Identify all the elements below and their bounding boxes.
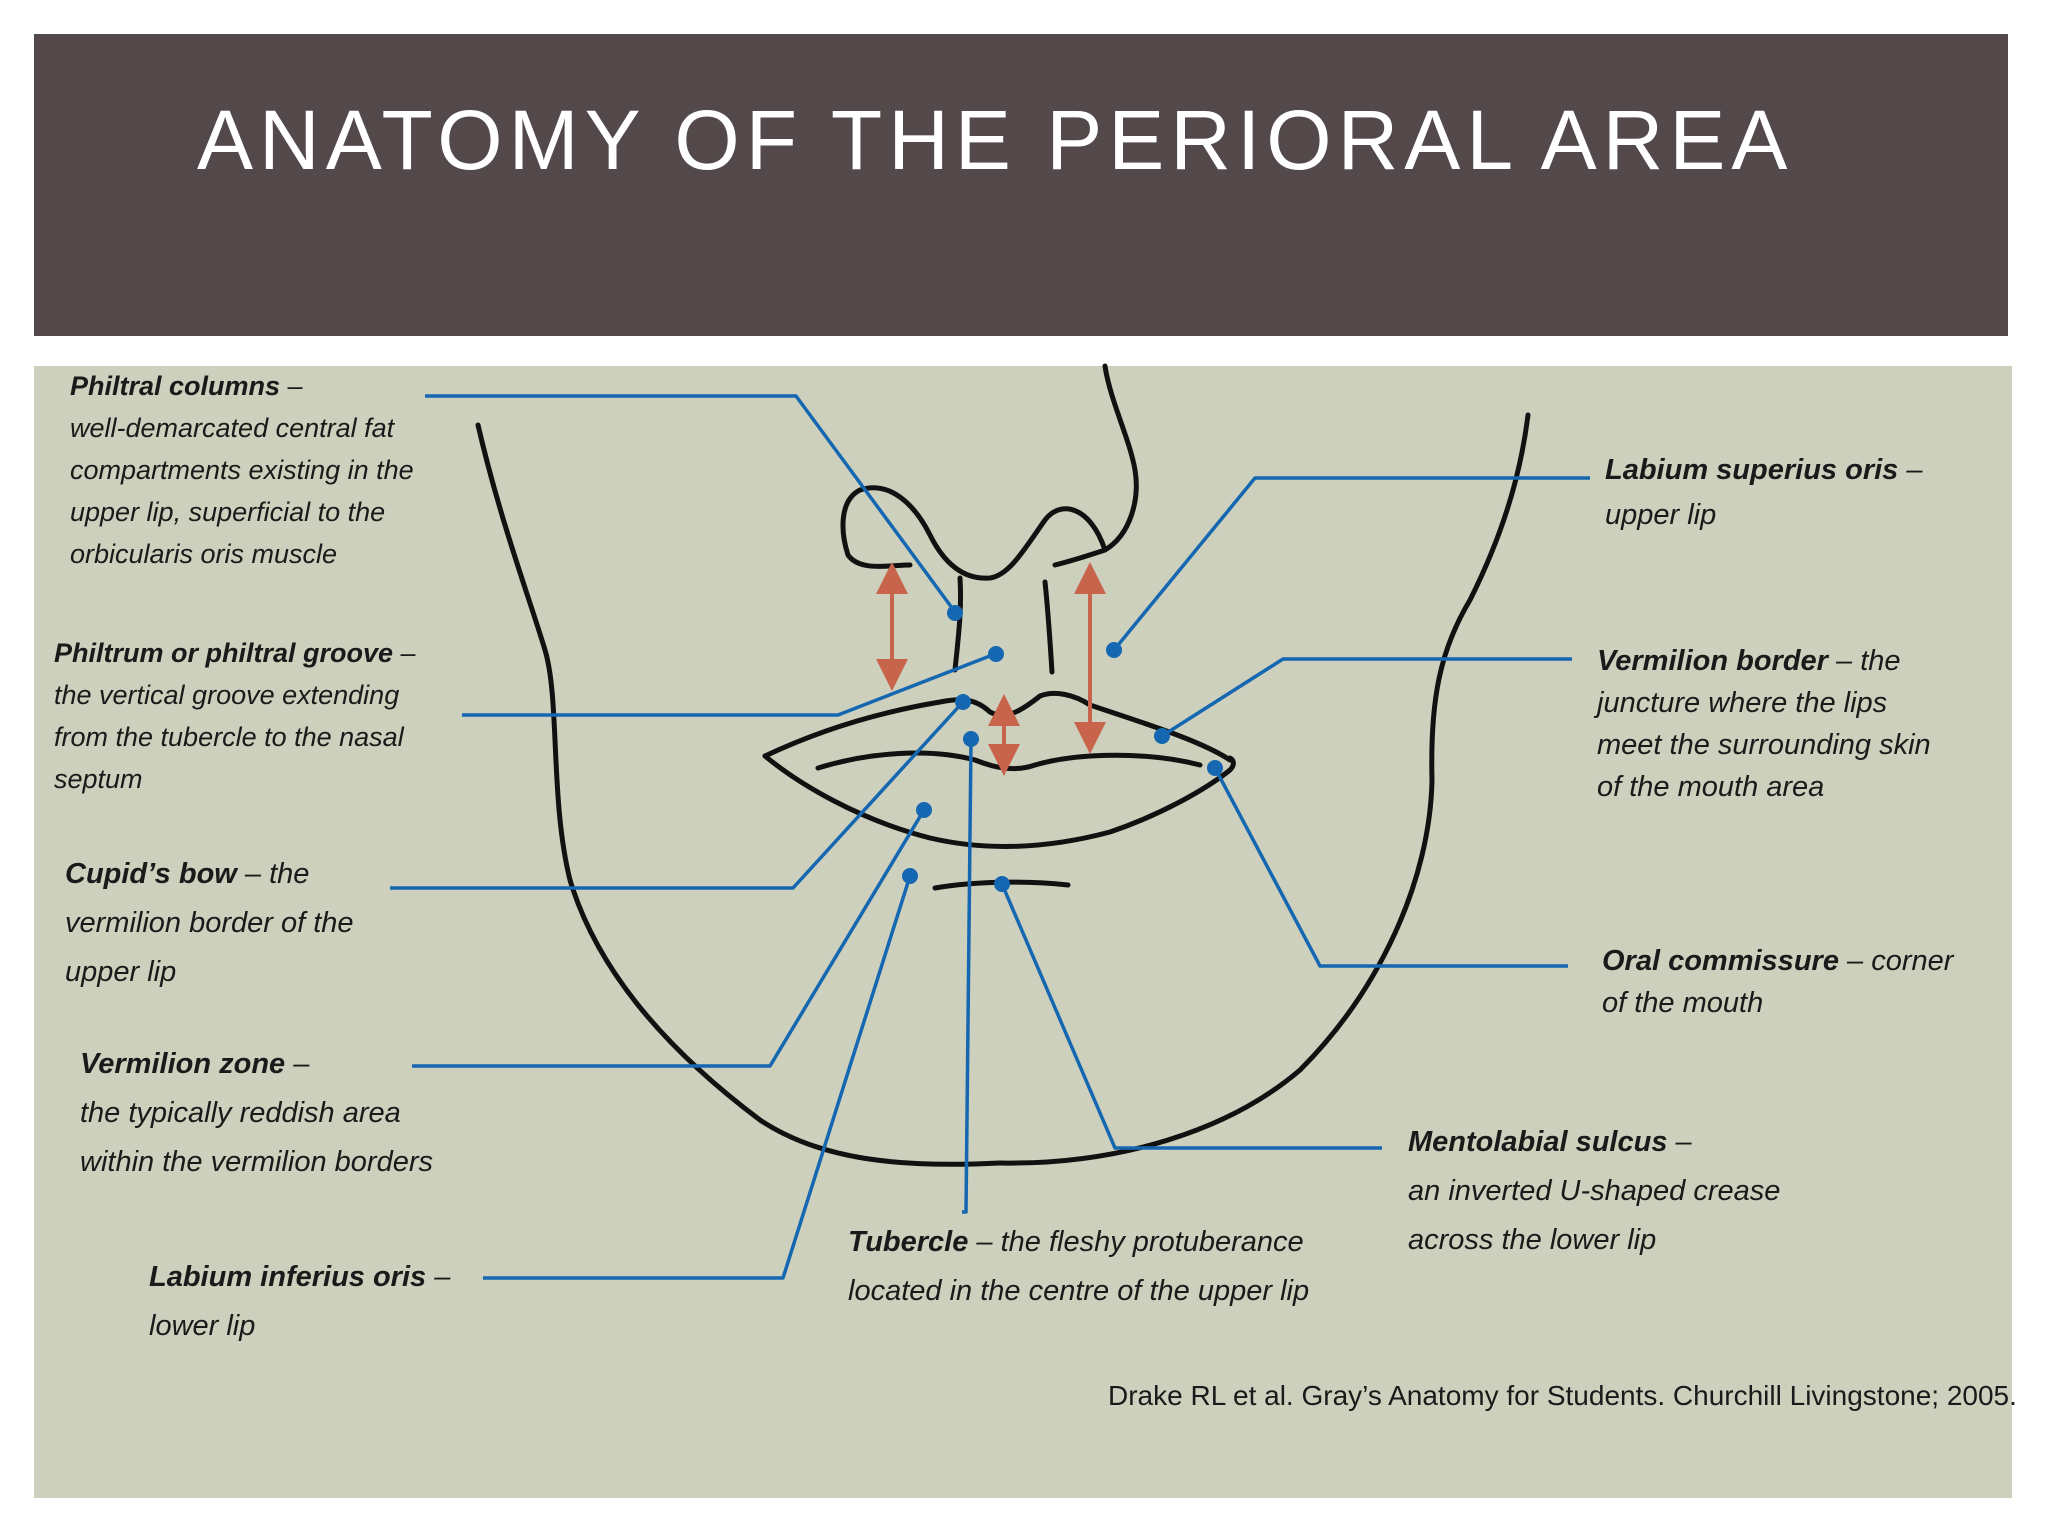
label-labium-inferius: Labium inferius oris – lower lip (149, 1261, 451, 1342)
leader-lines (390, 394, 1590, 1280)
citation: Drake RL et al. Gray’s Anatomy for Stude… (1108, 1380, 2017, 1411)
dot-vermilion-zone (916, 802, 932, 818)
label-oral-commissure: Oral commissure – corner of the mouth (1602, 945, 1954, 1019)
left-face-contour (475, 422, 1003, 1167)
dot-philtrum (988, 646, 1004, 662)
philtrum-line-right (1042, 579, 1055, 675)
dot-vermilion-border (1154, 728, 1170, 744)
dot-philtral-columns (947, 605, 963, 621)
lower-lip-outline (762, 753, 1236, 850)
dot-tubercle (963, 731, 979, 747)
label-tubercle: Tubercle – the fleshy protuberance locat… (848, 1226, 1310, 1307)
label-vermilion-zone: Vermilion zone – the typically reddish a… (80, 1048, 433, 1178)
label-mentolabial: Mentolabial sulcus – an inverted U-shape… (1408, 1126, 1781, 1256)
term-labium-superius: Labium superius oris (1605, 454, 1899, 486)
label-labium-superius: Labium superius oris – upper lip (1605, 454, 1923, 531)
leader-philtral-columns (425, 394, 957, 614)
leader-tubercle (962, 739, 973, 1214)
leader-vermilion-border (1161, 657, 1572, 738)
leader-cupids-bow (390, 700, 965, 890)
dot-labium-superius (1106, 642, 1122, 658)
face-outline (475, 363, 1531, 1167)
term-philtrum: Philtrum or philtral groove (54, 638, 394, 668)
label-vermilion-border: Vermilion border – the juncture where th… (1597, 645, 1931, 803)
lip-line (815, 750, 1203, 772)
term-oral-commissure: Oral commissure (1602, 945, 1839, 977)
leader-dots (902, 605, 1223, 892)
term-vermilion-border: Vermilion border (1597, 645, 1828, 677)
dot-labium-inferius (902, 868, 918, 884)
philtrum-line-left (952, 575, 964, 673)
upper-lip-outline (762, 690, 1233, 763)
leader-mentolabial (1000, 883, 1382, 1150)
leader-vermilion-zone (412, 809, 926, 1068)
label-philtrum: Philtrum or philtral groove – the vertic… (54, 638, 416, 794)
leader-philtrum (462, 652, 996, 717)
term-tubercle: Tubercle (848, 1226, 969, 1258)
dot-oral-commissure (1207, 760, 1223, 776)
term-vermilion-zone: Vermilion zone (80, 1048, 286, 1080)
label-philtral-columns: Philtral columns – well-demarcated centr… (70, 371, 414, 569)
dot-mentolabial (994, 876, 1010, 892)
title-bar: ANATOMY OF THE PERIORAL AREA (34, 34, 2008, 336)
leader-labium-inferius (483, 875, 912, 1280)
term-cupids-bow: Cupid’s bow (65, 858, 237, 890)
term-mentolabial: Mentolabial sulcus (1408, 1126, 1668, 1158)
measurement-arrows (876, 562, 1106, 776)
slide-title: ANATOMY OF THE PERIORAL AREA (197, 93, 1794, 187)
dot-cupids-bow (955, 694, 971, 710)
leader-oral-commissure (1213, 767, 1568, 968)
term-philtral-columns: Philtral columns (70, 371, 281, 401)
term-labium-inferius: Labium inferius oris (149, 1261, 427, 1293)
right-face-contour (997, 412, 1531, 1166)
leader-labium-superius (1112, 476, 1590, 652)
label-cupids-bow: Cupid’s bow – the vermilion border of th… (65, 858, 354, 988)
nose-outline (840, 363, 1139, 581)
